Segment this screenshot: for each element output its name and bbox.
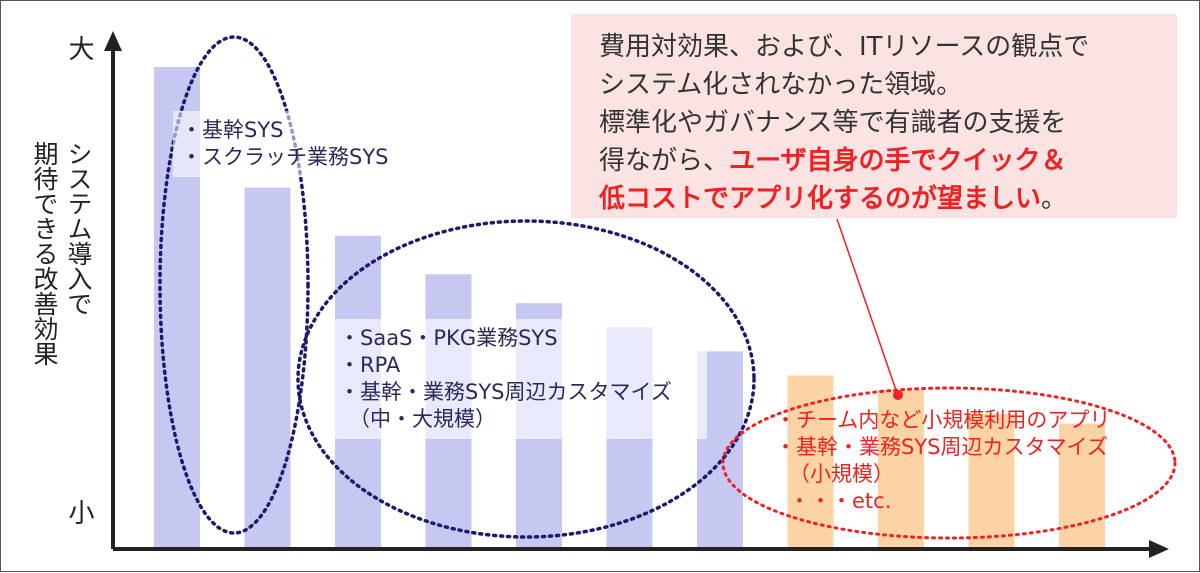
group-3-label: ・チーム内など小規模利用のアプリ ・基幹・業務SYS周辺カスタマイズ （小規模）… xyxy=(767,401,1118,521)
callout-line-2: システム化されなかった領域。 xyxy=(599,70,963,100)
callout-line-5-plain: 。 xyxy=(1041,184,1068,214)
callout-line-5: 低コストでアプリ化するのが望ましい。 xyxy=(599,180,1163,218)
group-1-ellipse xyxy=(158,35,310,535)
group-1-label: ・基幹SYS ・スクラッチ業務SYS xyxy=(173,111,389,177)
callout-line-4-highlight: ユーザ自身の手でクイック＆ xyxy=(729,146,1067,176)
y-axis-arrow xyxy=(104,31,122,51)
bar xyxy=(968,414,1015,549)
group-3-item: ・・・etc. xyxy=(789,489,892,513)
bar xyxy=(787,375,834,549)
group-1-item: ・基幹SYS xyxy=(181,118,284,142)
group-3-ellipse xyxy=(721,386,1177,540)
y-axis-top-label: 大 xyxy=(64,35,94,61)
callout-line-5-highlight: 低コストでアプリ化するのが望ましい xyxy=(599,184,1042,214)
callout-line-1: 費用対効果、および、ITリソースの観点で xyxy=(599,32,1090,62)
y-axis-label-line-2: 期待できる改善効果 xyxy=(30,141,59,366)
callout-pointer-dot xyxy=(893,390,903,400)
callout-line-4-plain: 得ながら、 xyxy=(599,146,730,176)
group-2-item: ・RPA xyxy=(339,353,401,377)
callout-box: 費用対効果、および、ITリソースの観点で システム化されなかった領域。 標準化や… xyxy=(571,14,1177,218)
group-3-item: （小規模） xyxy=(789,462,894,486)
group-3-item: ・チーム内など小規模利用のアプリ xyxy=(775,408,1111,432)
x-axis-arrow xyxy=(1149,540,1169,558)
y-axis-label: システム導入で 期待できる改善効果 xyxy=(15,141,95,481)
group-2-item: ・基幹・業務SYS周辺カスタマイズ xyxy=(339,380,672,404)
group-2-item: ・SaaS・PKG業務SYS xyxy=(339,326,558,350)
group-1-item: ・スクラッチ業務SYS xyxy=(181,145,389,169)
callout-pointer-line xyxy=(836,218,898,394)
y-axis-label-line-1: システム導入で xyxy=(64,141,93,316)
group-3-item: ・基幹・業務SYS周辺カスタマイズ xyxy=(775,435,1108,459)
callout-line-4: 得ながら、ユーザ自身の手でクイック＆ xyxy=(599,142,1163,180)
group-2-ellipse xyxy=(296,219,756,539)
y-axis-bottom-label: 小 xyxy=(64,499,94,525)
bar xyxy=(878,389,924,549)
group-2-item: （中・大規模） xyxy=(349,407,496,431)
group-2-label: ・SaaS・PKG業務SYS ・RPA ・基幹・業務SYS周辺カスタマイズ （中… xyxy=(331,319,707,439)
bar xyxy=(244,187,291,549)
callout-line-3: 標準化やガバナンス等で有識者の支援を xyxy=(599,108,1067,138)
